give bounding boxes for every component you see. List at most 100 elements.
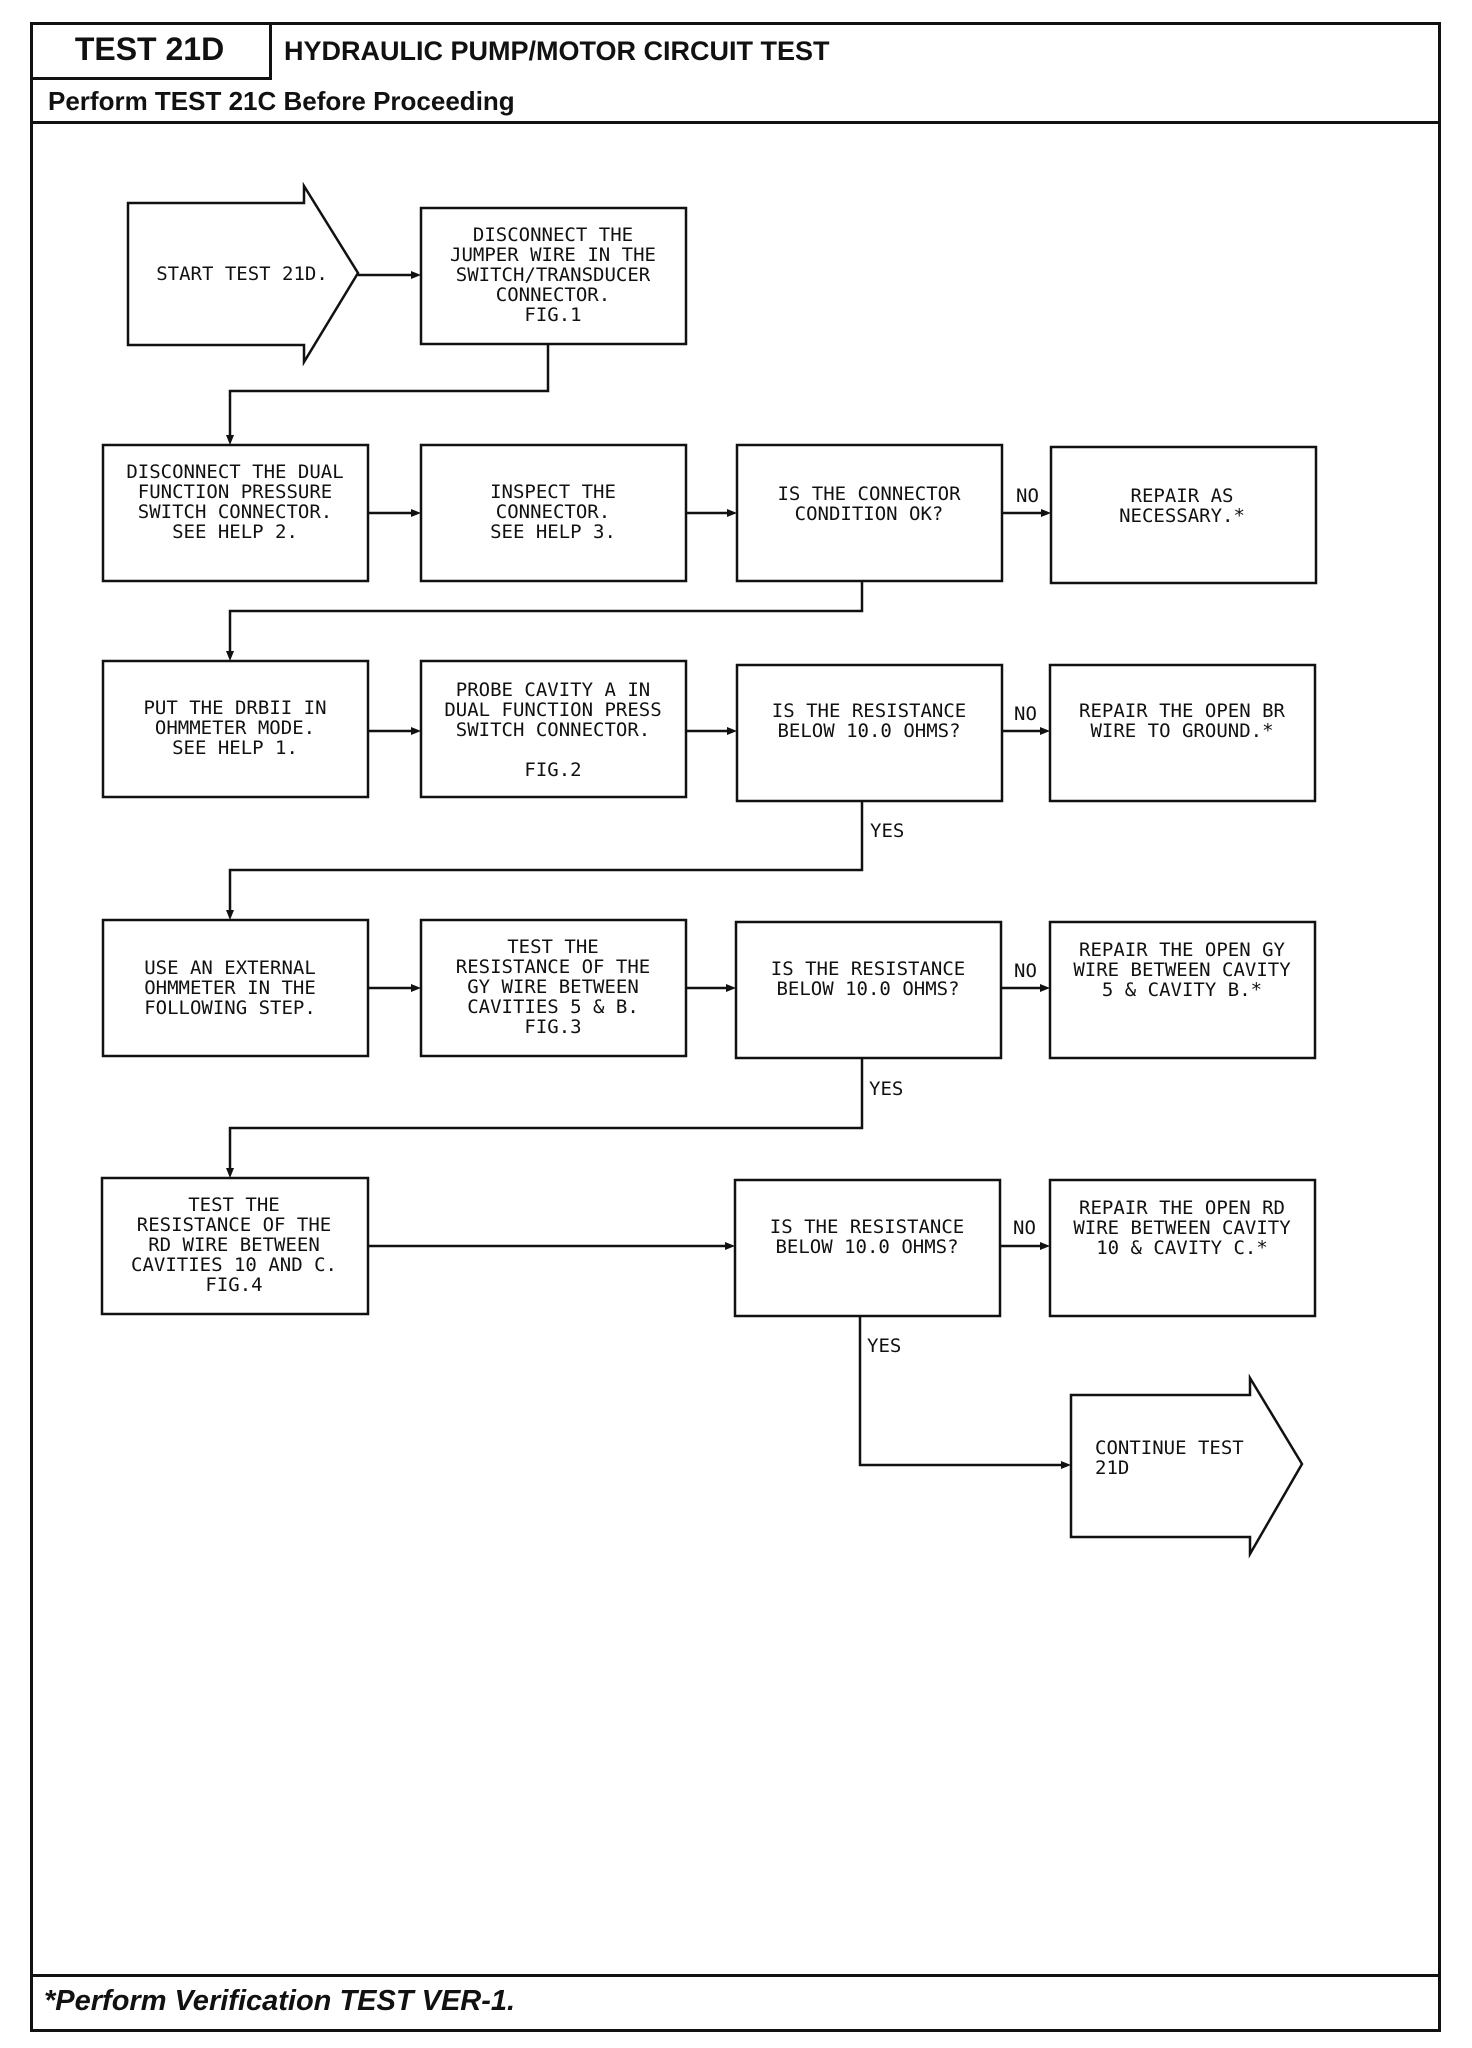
q-resistance-2-box — [734, 920, 1003, 1060]
repair-necessary-box — [1049, 445, 1318, 585]
text-line: REPAIR THE OPEN BR — [1079, 700, 1285, 722]
text-line: OHMMETER IN THE — [144, 977, 316, 999]
text-line: FIG.3 — [524, 1016, 581, 1038]
text-line: REPAIR THE OPEN GY — [1079, 939, 1285, 961]
text-line: RESISTANCE OF THE — [137, 1214, 331, 1236]
text-line: BELOW 10.0 OHMS? — [775, 1236, 958, 1258]
text-line: WIRE TO GROUND.* — [1090, 720, 1273, 742]
text-line: CONDITION OK? — [795, 503, 944, 525]
text-line: CAVITIES 5 & B. — [467, 996, 639, 1018]
text-line: SWITCH/TRANSDUCER — [456, 264, 651, 286]
no-label: NO — [1014, 703, 1037, 725]
text-line: IS THE RESISTANCE — [771, 958, 965, 980]
text-line: CONNECTOR. — [496, 501, 610, 523]
repair-gy-box — [1048, 920, 1317, 1060]
arrowhead — [226, 435, 234, 445]
arrowhead — [226, 910, 234, 920]
step-put-drbii-box — [101, 659, 370, 799]
text-line: FUNCTION PRESSURE — [138, 481, 332, 503]
arrowhead — [725, 1242, 735, 1250]
text-line: SWITCH CONNECTOR. — [138, 501, 332, 523]
header-divider — [30, 121, 1441, 124]
text-line: IS THE RESISTANCE — [770, 1216, 964, 1238]
arrowhead — [411, 727, 421, 735]
text-line: SWITCH CONNECTOR. — [456, 719, 650, 741]
connector — [228, 581, 864, 654]
text-line: DISCONNECT THE DUAL — [126, 461, 343, 483]
text-line: TEST THE — [507, 936, 599, 958]
connector — [228, 344, 550, 438]
yes-label: YES — [867, 1335, 901, 1357]
text-line: INSPECT THE — [490, 481, 616, 503]
text-line: SEE HELP 3. — [490, 521, 616, 543]
prerequisite-note: Perform TEST 21C Before Proceeding — [48, 86, 515, 116]
page-frame — [30, 22, 1441, 2032]
test-id: TEST 21D — [30, 22, 272, 80]
step-probe-box — [419, 659, 688, 799]
text-line: 10 & CAVITY C.* — [1096, 1237, 1268, 1259]
arrowhead — [727, 727, 737, 735]
text-line: RESISTANCE OF THE — [456, 956, 650, 978]
text-line: IS THE CONNECTOR — [777, 483, 961, 505]
text-line: START TEST 21D. — [156, 263, 328, 285]
text-line: BELOW 10.0 OHMS? — [777, 720, 960, 742]
text-line: NECESSARY.* — [1119, 505, 1245, 527]
arrowhead — [1040, 1242, 1050, 1250]
yes-label: YES — [870, 820, 904, 842]
arrowhead — [1040, 727, 1050, 735]
text-line: REPAIR THE OPEN RD — [1079, 1197, 1285, 1219]
step-disconnect-jumper-box — [419, 206, 688, 346]
text-line: FIG.4 — [205, 1274, 262, 1296]
no-label: NO — [1014, 960, 1037, 982]
text-line: OHMMETER MODE. — [155, 717, 315, 739]
text-line: FIG.2 — [524, 759, 581, 781]
footer-note: *Perform Verification TEST VER-1. — [44, 1985, 516, 2017]
text-line: TEST THE — [188, 1194, 280, 1216]
arrowhead — [1061, 1461, 1071, 1469]
arrowhead — [411, 984, 421, 992]
start-arrow-shape — [126, 181, 360, 367]
text-line: JUMPER WIRE IN THE — [450, 244, 656, 266]
text-line: PROBE CAVITY A IN — [456, 679, 650, 701]
arrowhead — [1041, 509, 1051, 517]
footer-divider — [30, 1974, 1441, 1977]
text-line: FIG.1 — [524, 304, 581, 326]
arrowhead — [411, 271, 421, 279]
text-line: CONTINUE TEST — [1095, 1437, 1244, 1459]
text-line: REPAIR AS — [1131, 485, 1234, 507]
arrowhead — [226, 651, 234, 661]
text-line: DUAL FUNCTION PRESS — [444, 699, 661, 721]
arrowhead — [727, 509, 737, 517]
text-line: WIRE BETWEEN CAVITY — [1073, 1217, 1291, 1239]
text-line: RD WIRE BETWEEN — [148, 1234, 320, 1256]
text-line: 5 & CAVITY B.* — [1102, 979, 1262, 1001]
q-resistance-1-box — [735, 663, 1004, 803]
test-title: HYDRAULIC PUMP/MOTOR CIRCUIT TEST — [284, 36, 830, 66]
text-line: BELOW 10.0 OHMS? — [776, 978, 959, 1000]
repair-br-box — [1048, 663, 1317, 803]
continue-arrow-shape — [1069, 1373, 1304, 1559]
text-line: GY WIRE BETWEEN — [467, 976, 639, 998]
connector — [858, 1316, 1064, 1467]
yes-label: YES — [869, 1078, 903, 1100]
text-line: USE AN EXTERNAL — [144, 957, 316, 979]
step-disconnect-dual-box — [101, 443, 370, 583]
step-external-box — [101, 918, 370, 1058]
